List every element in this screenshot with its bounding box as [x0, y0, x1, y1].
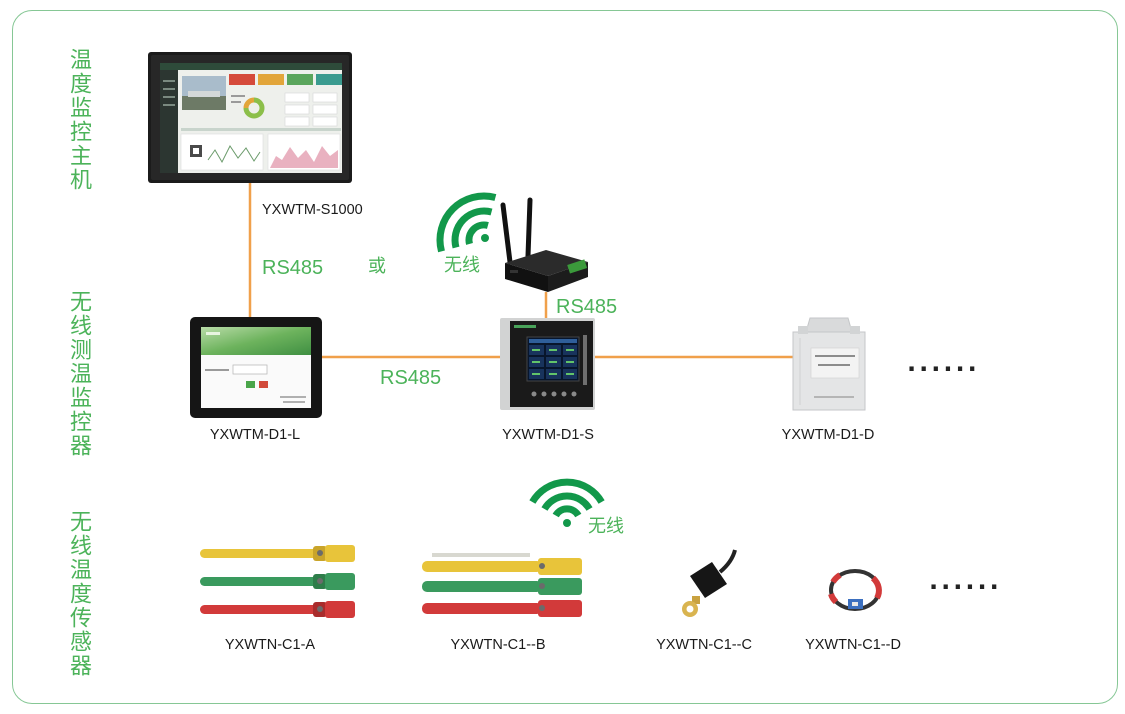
sensor-model-label: YXWTN-C1-A	[224, 637, 316, 653]
diagram-border	[12, 10, 1118, 704]
monitor-model-label: YXWTM-D1-L	[209, 427, 301, 443]
strap-yellow	[200, 545, 355, 562]
strap-red	[422, 600, 582, 617]
din-rail-module-icon	[792, 317, 866, 411]
strap-sensor-icon	[200, 545, 355, 618]
host-rs485-label: RS485	[262, 257, 324, 279]
tier-label-host: 温度监控主机	[66, 48, 91, 192]
sensor-model-label: YXWTN-C1--B	[450, 637, 546, 653]
strap-green	[422, 578, 582, 595]
sensor-model-label: YXWTN-C1--C	[656, 637, 752, 653]
strap-red	[200, 601, 355, 618]
gateway-wireless-label: 无线	[444, 255, 480, 276]
tablet-monitor-icon	[190, 317, 322, 418]
wifi-icon	[436, 192, 497, 253]
strap-yellow	[422, 558, 582, 575]
gateway-rs485-label: RS485	[556, 296, 618, 318]
ring-sensor-icon	[828, 569, 882, 611]
sensors-more-ellipsis: ......	[929, 567, 1002, 595]
sensor-model-label: YXWTN-C1--D	[805, 637, 901, 653]
monitors-more-ellipsis: ......	[907, 349, 980, 377]
wireless-gateway-icon	[500, 197, 588, 292]
wifi-icon	[529, 478, 605, 527]
touchscreen-host-icon	[148, 52, 352, 183]
strap-green	[200, 573, 355, 590]
connection-lines	[248, 183, 795, 359]
tablet-rs485-label: RS485	[380, 367, 442, 389]
tier-label-sensor: 无线温度传感器	[66, 510, 91, 678]
sensor-wireless-label: 无线	[588, 516, 624, 537]
lug-sensor-icon	[682, 549, 737, 617]
host-model-label: YXWTM-S1000	[262, 202, 363, 218]
or-label: 或	[368, 256, 386, 277]
monitor-model-label: YXWTM-D1-D	[781, 427, 875, 443]
tier-label-monitor: 无线测温监控器	[66, 290, 91, 458]
strap-sensor-icon	[422, 553, 582, 617]
panel-monitor-icon	[500, 318, 595, 410]
monitor-model-label: YXWTM-D1-S	[502, 427, 594, 443]
